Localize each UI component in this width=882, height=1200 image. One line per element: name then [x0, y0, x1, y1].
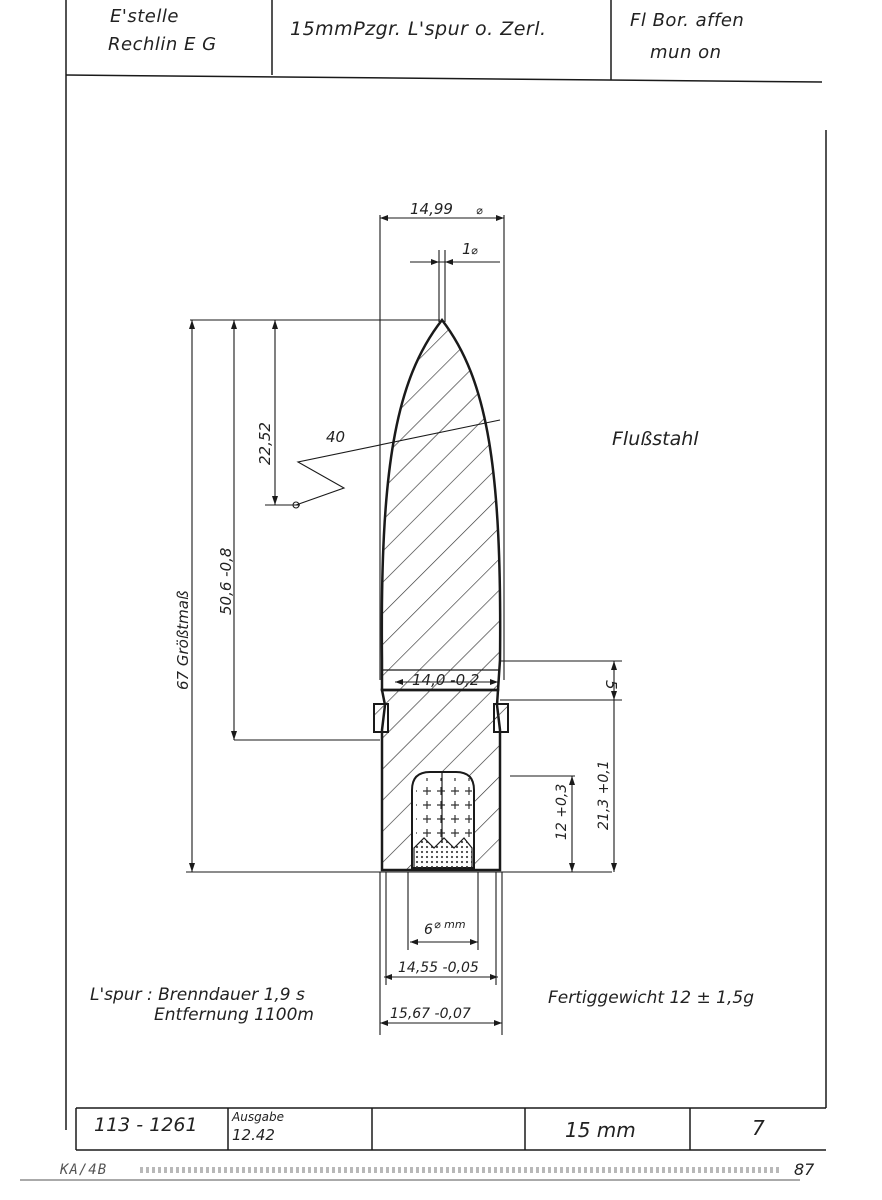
- projectile-section: [373, 317, 509, 872]
- material-label: Flußstahl: [612, 428, 699, 450]
- frame-lines: [20, 0, 827, 1181]
- dim-nose-radius: 40: [326, 428, 345, 446]
- dim-tip-diameter: 1: [462, 240, 472, 258]
- caliber: 15 mm: [565, 1118, 636, 1142]
- issuer-line1: E'stelle: [110, 6, 179, 27]
- dim-tracer-diameter: 6: [424, 922, 433, 938]
- tracer-note-line2: Entfernung 1100m: [154, 1005, 314, 1025]
- edition-label: Ausgabe: [232, 1110, 285, 1124]
- dim-band-diameter: 15,67 -0,07: [390, 1006, 471, 1022]
- dim-top-diameter: 14,99: [410, 200, 453, 218]
- sheet-number: 7: [752, 1116, 765, 1140]
- edition-value: 12.42: [232, 1126, 275, 1144]
- svg-text:⌀: ⌀: [471, 244, 478, 257]
- dim-groove-diameter: 14,0 -0,2: [412, 671, 479, 689]
- dim-groove-width: 5: [602, 680, 620, 690]
- tracer-note-line1: L'spur : Brenndauer 1,9 s: [90, 985, 305, 1005]
- dim-base-diameter: 14,55 -0,05: [398, 960, 479, 976]
- archive-stamp: KA/4B: [60, 1162, 108, 1178]
- category-line2: mun on: [650, 42, 722, 63]
- arrow-heads: [189, 215, 617, 1026]
- dim-length-to-band: 50,6 -0,8: [217, 548, 235, 615]
- dim-rear-length: 21,3 +0,1: [596, 760, 612, 830]
- dim-nose-length: 22,52: [256, 422, 274, 465]
- finished-weight: Fertiggewicht 12 ± 1,5g: [548, 988, 754, 1008]
- issuer-line2: Rechlin E G: [108, 34, 217, 55]
- dim-tracer-depth: 12 +0,3: [554, 784, 570, 840]
- dim-total-length: 67 Größtmaß: [174, 591, 192, 690]
- stamp-smudge: [140, 1167, 780, 1173]
- category-line1: Fl Bor. affen: [630, 10, 745, 31]
- drawing-title: 15mmPzgr. L'spur o. Zerl.: [290, 18, 547, 40]
- svg-text:⌀ mm: ⌀ mm: [434, 918, 466, 931]
- diameter-symbol-icon: ⌀: [476, 204, 483, 217]
- drawing-number: 113 - 1261: [94, 1114, 198, 1136]
- dimension-lines: [186, 215, 622, 1035]
- page-number: 87: [794, 1160, 815, 1179]
